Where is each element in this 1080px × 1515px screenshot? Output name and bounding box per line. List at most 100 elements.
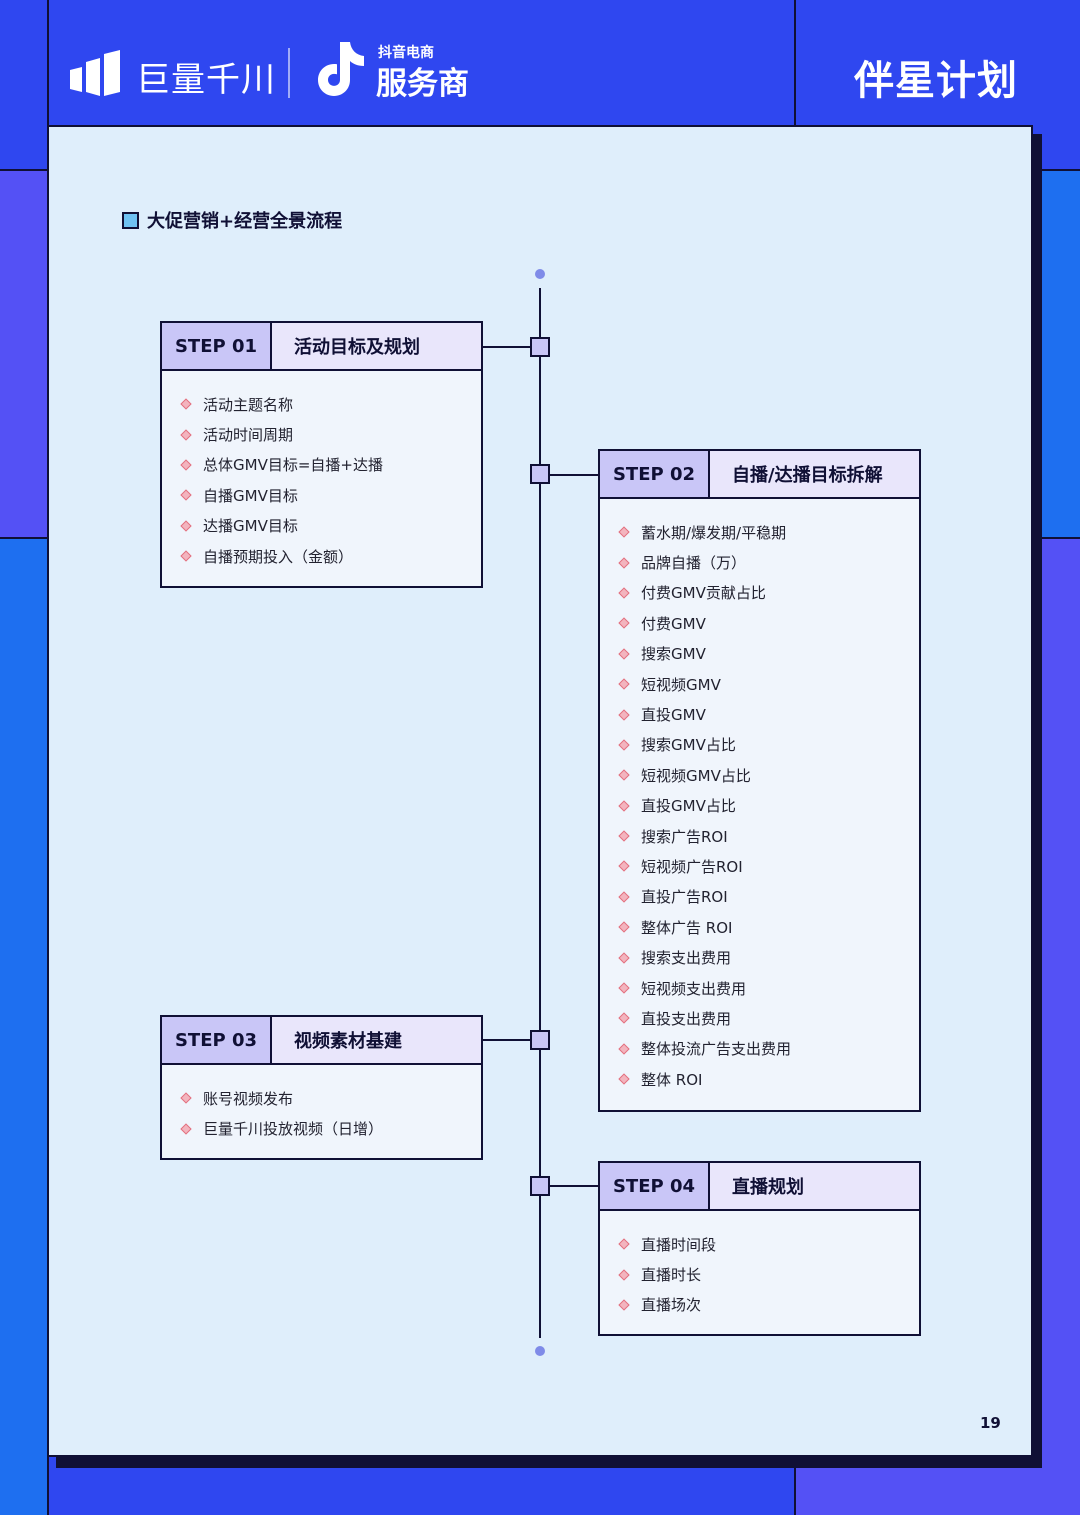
list-item-label: 搜索广告ROI bbox=[641, 827, 728, 846]
list-item: 品牌自播（万） bbox=[618, 547, 919, 577]
diamond-bullet-icon bbox=[180, 520, 192, 532]
timeline-node bbox=[530, 1176, 550, 1196]
list-item-label: 总体GMV目标=自播+达播 bbox=[203, 456, 383, 475]
diamond-bullet-icon bbox=[180, 428, 192, 441]
list-item-label: 整体广告 ROI bbox=[641, 918, 733, 937]
list-item-label: 账号视频发布 bbox=[203, 1089, 294, 1108]
bg-panel-left-top bbox=[0, 0, 48, 170]
step-item-list: 直播时间段 直播时长 直播场次 bbox=[600, 1211, 919, 1320]
timeline-connector bbox=[482, 1039, 532, 1041]
diamond-bullet-icon bbox=[618, 526, 630, 538]
diamond-bullet-icon bbox=[180, 550, 192, 562]
list-item: 搜索GMV bbox=[618, 639, 919, 669]
diamond-bullet-icon bbox=[618, 648, 630, 660]
list-item: 巨量千川投放视频（日增） bbox=[180, 1113, 481, 1143]
list-item-label: 搜索GMV占比 bbox=[641, 736, 736, 755]
list-item-label: 达播GMV目标 bbox=[203, 517, 298, 536]
list-item: 直播时间段 bbox=[618, 1229, 919, 1259]
list-item-label: 搜索支出费用 bbox=[641, 949, 732, 968]
timeline-node bbox=[530, 464, 550, 484]
list-item-label: 短视频支出费用 bbox=[641, 979, 747, 998]
diamond-bullet-icon bbox=[618, 1043, 630, 1055]
diamond-bullet-icon bbox=[618, 891, 630, 903]
diamond-bullet-icon bbox=[180, 1092, 192, 1104]
list-item-label: 短视频广告ROI bbox=[641, 857, 743, 876]
step-number: STEP 02 bbox=[600, 451, 710, 497]
diamond-bullet-icon bbox=[618, 1299, 630, 1311]
list-item-label: 蓄水期/爆发期/平稳期 bbox=[641, 523, 787, 542]
list-item: 直投GMV占比 bbox=[618, 791, 919, 821]
list-item-label: 直投GMV bbox=[641, 706, 706, 725]
list-item-label: 活动主题名称 bbox=[203, 395, 294, 414]
timeline-connector bbox=[548, 1185, 600, 1187]
step-number: STEP 03 bbox=[162, 1017, 272, 1063]
diamond-bullet-icon bbox=[180, 489, 192, 502]
step-02-card: STEP 02 自播/达播目标拆解 蓄水期/爆发期/平稳期 品牌自播（万） 付费… bbox=[598, 449, 921, 1112]
list-item: 付费GMV贡献占比 bbox=[618, 578, 919, 608]
list-item: 搜索GMV占比 bbox=[618, 730, 919, 760]
list-item: 自播预期投入（金额） bbox=[180, 541, 481, 571]
step-header: STEP 04 直播规划 bbox=[600, 1163, 919, 1211]
list-item: 付费GMV bbox=[618, 608, 919, 638]
list-item: 蓄水期/爆发期/平稳期 bbox=[618, 517, 919, 547]
list-item-label: 直播时长 bbox=[641, 1266, 702, 1285]
diamond-bullet-icon bbox=[618, 1073, 630, 1085]
list-item-label: 付费GMV bbox=[641, 614, 706, 633]
list-item-label: 搜索GMV bbox=[641, 645, 706, 664]
qianchuan-logo-icon bbox=[70, 50, 120, 96]
list-item-label: 巨量千川投放视频（日增） bbox=[203, 1120, 384, 1139]
timeline-end-dot bbox=[535, 1346, 545, 1356]
bg-panel-right-top bbox=[1042, 170, 1080, 538]
diamond-bullet-icon bbox=[618, 1012, 630, 1025]
step-header: STEP 03 视频素材基建 bbox=[162, 1017, 481, 1065]
list-item-label: 品牌自播（万） bbox=[641, 554, 747, 573]
list-item: 整体投流广告支出费用 bbox=[618, 1034, 919, 1064]
timeline-node bbox=[530, 1030, 550, 1050]
diamond-bullet-icon bbox=[618, 1238, 630, 1250]
list-item: 总体GMV目标=自播+达播 bbox=[180, 450, 481, 480]
list-item: 整体广告 ROI bbox=[618, 912, 919, 942]
step-03-card: STEP 03 视频素材基建 账号视频发布 巨量千川投放视频（日增） bbox=[160, 1015, 483, 1160]
diamond-bullet-icon bbox=[618, 1268, 630, 1281]
list-item: 短视频广告ROI bbox=[618, 851, 919, 881]
diamond-bullet-icon bbox=[618, 982, 630, 994]
bg-divider bbox=[794, 1468, 796, 1515]
bg-divider bbox=[0, 169, 48, 171]
list-item: 短视频GMV bbox=[618, 669, 919, 699]
list-item-label: 活动时间周期 bbox=[203, 426, 294, 445]
step-number: STEP 01 bbox=[162, 323, 272, 369]
step-title: 活动目标及规划 bbox=[294, 337, 420, 358]
diamond-bullet-icon bbox=[618, 830, 630, 842]
bg-divider bbox=[0, 537, 48, 539]
diamond-bullet-icon bbox=[618, 921, 630, 933]
step-title: 自播/达播目标拆解 bbox=[732, 465, 883, 486]
list-item-label: 整体 ROI bbox=[641, 1070, 703, 1089]
step-01-card: STEP 01 活动目标及规划 活动主题名称 活动时间周期 总体GMV目标=自播… bbox=[160, 321, 483, 588]
header-divider bbox=[288, 48, 290, 98]
timeline-line bbox=[539, 288, 541, 1338]
bg-panel-left-mid bbox=[0, 170, 48, 538]
bg-panel-bottom-right bbox=[796, 1468, 1080, 1515]
list-item: 短视频GMV占比 bbox=[618, 760, 919, 790]
service-subtitle: 抖音电商 bbox=[378, 45, 434, 61]
list-item: 搜索支出费用 bbox=[618, 942, 919, 972]
list-item-label: 直播时间段 bbox=[641, 1235, 717, 1254]
diamond-bullet-icon bbox=[618, 587, 630, 599]
diamond-bullet-icon bbox=[618, 739, 630, 751]
list-item-label: 直投支出费用 bbox=[641, 1009, 732, 1028]
step-item-list: 账号视频发布 巨量千川投放视频（日增） bbox=[162, 1065, 481, 1144]
section-title: 大促营销+经营全景流程 bbox=[147, 211, 343, 232]
list-item: 直播场次 bbox=[618, 1290, 919, 1320]
diamond-bullet-icon bbox=[618, 800, 630, 812]
list-item: 搜索广告ROI bbox=[618, 821, 919, 851]
diamond-bullet-icon bbox=[618, 951, 630, 964]
bg-panel-header-right bbox=[796, 0, 1080, 125]
step-title: 直播规划 bbox=[732, 1177, 804, 1198]
list-item-label: 短视频GMV占比 bbox=[641, 766, 751, 785]
list-item-label: 直播场次 bbox=[641, 1296, 702, 1315]
douyin-logo-icon bbox=[318, 42, 364, 96]
list-item-label: 短视频GMV bbox=[641, 675, 721, 694]
step-header: STEP 02 自播/达播目标拆解 bbox=[600, 451, 919, 499]
diamond-bullet-icon bbox=[618, 556, 630, 569]
step-title: 视频素材基建 bbox=[294, 1031, 402, 1052]
